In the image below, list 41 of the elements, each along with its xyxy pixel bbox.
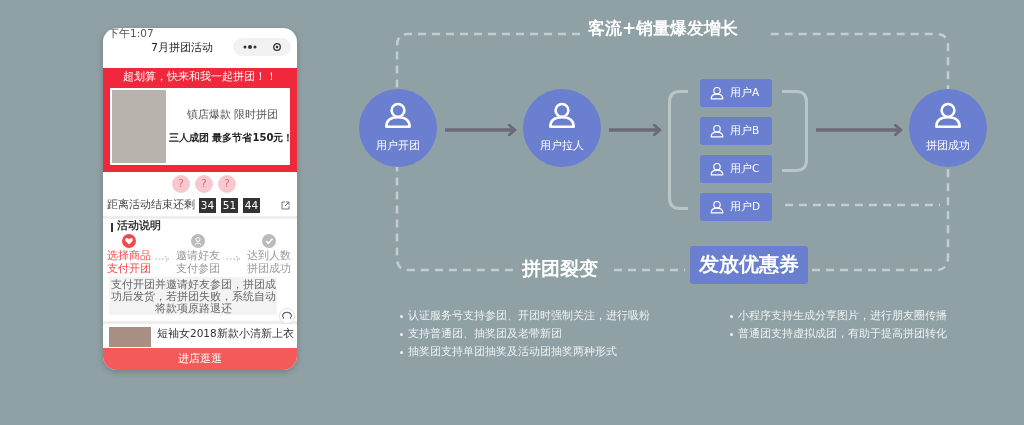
text-label: 7月拼团活动 — [151, 41, 213, 55]
bullet-text: 抽奖团支持单团抽奖及活动团抽奖两种形式 — [408, 345, 617, 359]
timer-digit: 51 — [221, 198, 238, 213]
text-label: 下午1:07 — [108, 28, 154, 40]
bullet-text: 认证服务号支持参团、开团时强制关注，进行吸粉 — [408, 309, 650, 323]
bullet-text: 支持普通团、抽奖团及老带新团 — [408, 327, 562, 341]
timer-digit: 44 — [243, 198, 260, 213]
bullet-text: 普通团支持虚拟成团，有助于提高拼团转化 — [738, 327, 947, 341]
arrow — [816, 123, 903, 137]
node-label: 发放优惠券 — [698, 252, 800, 276]
node-label: 用户C — [730, 162, 760, 175]
arrow — [445, 123, 517, 137]
text-label: 镇店爆款 限时拼团 — [187, 108, 279, 121]
text-label: 距离活动结束还剩 — [107, 198, 195, 211]
node-label: 用户开团 — [375, 139, 421, 152]
node-label: 用户B — [730, 124, 760, 137]
note-box: 支付开团并邀请好友参团，拼团成功后发货，若拼团失败，系统自动将款项原路退还 — [109, 277, 277, 316]
user-box — [700, 117, 772, 145]
text-label: 邀请好友支付参团 — [176, 249, 220, 275]
node-label: 用户拉人 — [539, 139, 585, 152]
arrow — [609, 123, 662, 137]
text-label: 选择商品支付开团 — [107, 249, 151, 275]
text-label: 活动说明 — [117, 219, 161, 232]
bullet-text: 小程序支持生成分享图片，进行朋友圈传播 — [738, 309, 947, 323]
text-label: 超划算，快来和我一起拼团！！ — [122, 70, 278, 83]
text-label: 短袖女2018新款小清新上衣 — [157, 327, 294, 340]
user-box — [700, 155, 772, 183]
node-label: 用户A — [730, 86, 760, 99]
node-label: 拼团成功 — [925, 139, 971, 152]
bracket-group — [668, 78, 808, 222]
question-badge: ? — [172, 175, 190, 193]
question-badge: ? — [195, 175, 213, 193]
coupon-box — [690, 246, 808, 284]
question-badge: ? — [218, 175, 236, 193]
text-label: 三人成团 最多节省150元！ — [169, 132, 294, 144]
text-label: 达到人数拼团成功 — [247, 249, 291, 275]
user-box — [700, 79, 772, 107]
user-box — [700, 193, 772, 221]
node-label: 用户D — [730, 200, 761, 213]
shop-button: 进店逛逛 — [103, 348, 297, 370]
timer-digit: 34 — [199, 198, 216, 213]
